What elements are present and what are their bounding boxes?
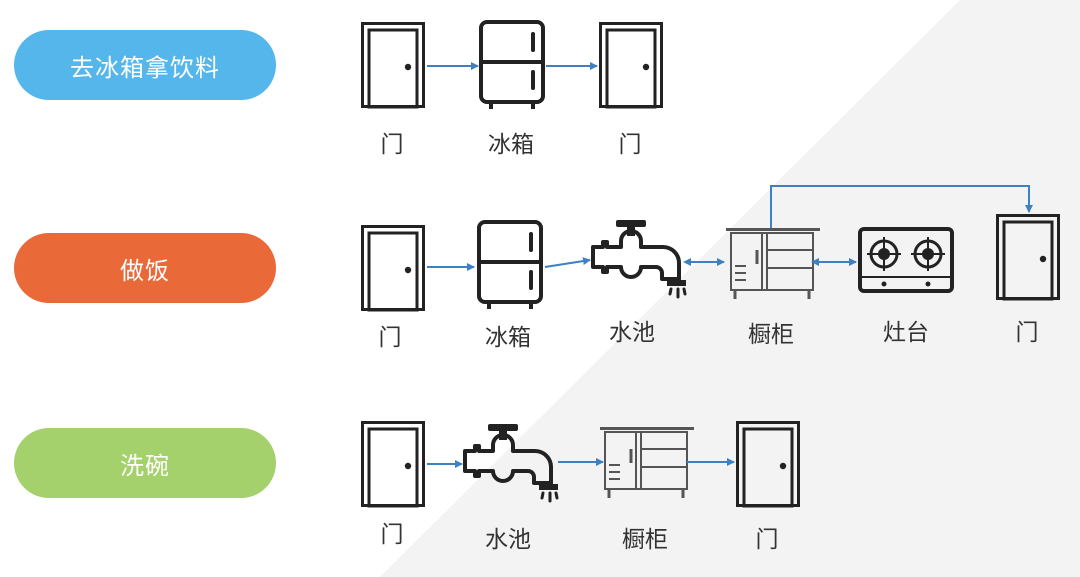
row-1: 门 冰箱 门 xyxy=(361,20,663,158)
door-icon xyxy=(361,22,425,109)
step-label: 灶台 xyxy=(883,320,929,346)
step-label: 门 xyxy=(619,132,642,158)
arrow xyxy=(544,257,591,268)
cabinet-icon xyxy=(598,427,696,500)
step-label: 门 xyxy=(756,527,779,553)
step-label: 橱柜 xyxy=(622,527,668,553)
door-icon xyxy=(996,214,1060,301)
step-label: 橱柜 xyxy=(748,322,794,348)
cabinet-icon xyxy=(724,228,822,301)
door-icon xyxy=(361,225,425,312)
step-label: 冰箱 xyxy=(488,132,534,158)
flow-2-label: 做饭 xyxy=(14,233,276,303)
door-icon xyxy=(736,421,800,508)
faucet-icon xyxy=(463,422,560,503)
step-label: 门 xyxy=(381,132,404,158)
door-icon xyxy=(361,421,425,508)
row-2: 门 冰箱 水池 橱柜 灶台 门 xyxy=(361,185,1060,351)
step-label: 水池 xyxy=(609,320,655,346)
step-label: 门 xyxy=(379,325,402,351)
door-icon xyxy=(599,22,663,109)
step-label: 水池 xyxy=(485,527,531,553)
flow-1-label: 去冰箱拿饮料 xyxy=(14,30,276,100)
arrow xyxy=(770,185,1033,228)
step-label: 冰箱 xyxy=(485,325,531,351)
row-3: 门 水池 橱柜 门 xyxy=(361,421,800,553)
fridge-icon xyxy=(477,220,543,311)
fridge-icon xyxy=(479,20,545,111)
flow-3-label: 洗碗 xyxy=(14,428,276,498)
stove-icon xyxy=(858,227,954,293)
step-label: 门 xyxy=(381,522,404,548)
step-label: 门 xyxy=(1016,320,1039,346)
faucet-icon xyxy=(591,218,688,299)
